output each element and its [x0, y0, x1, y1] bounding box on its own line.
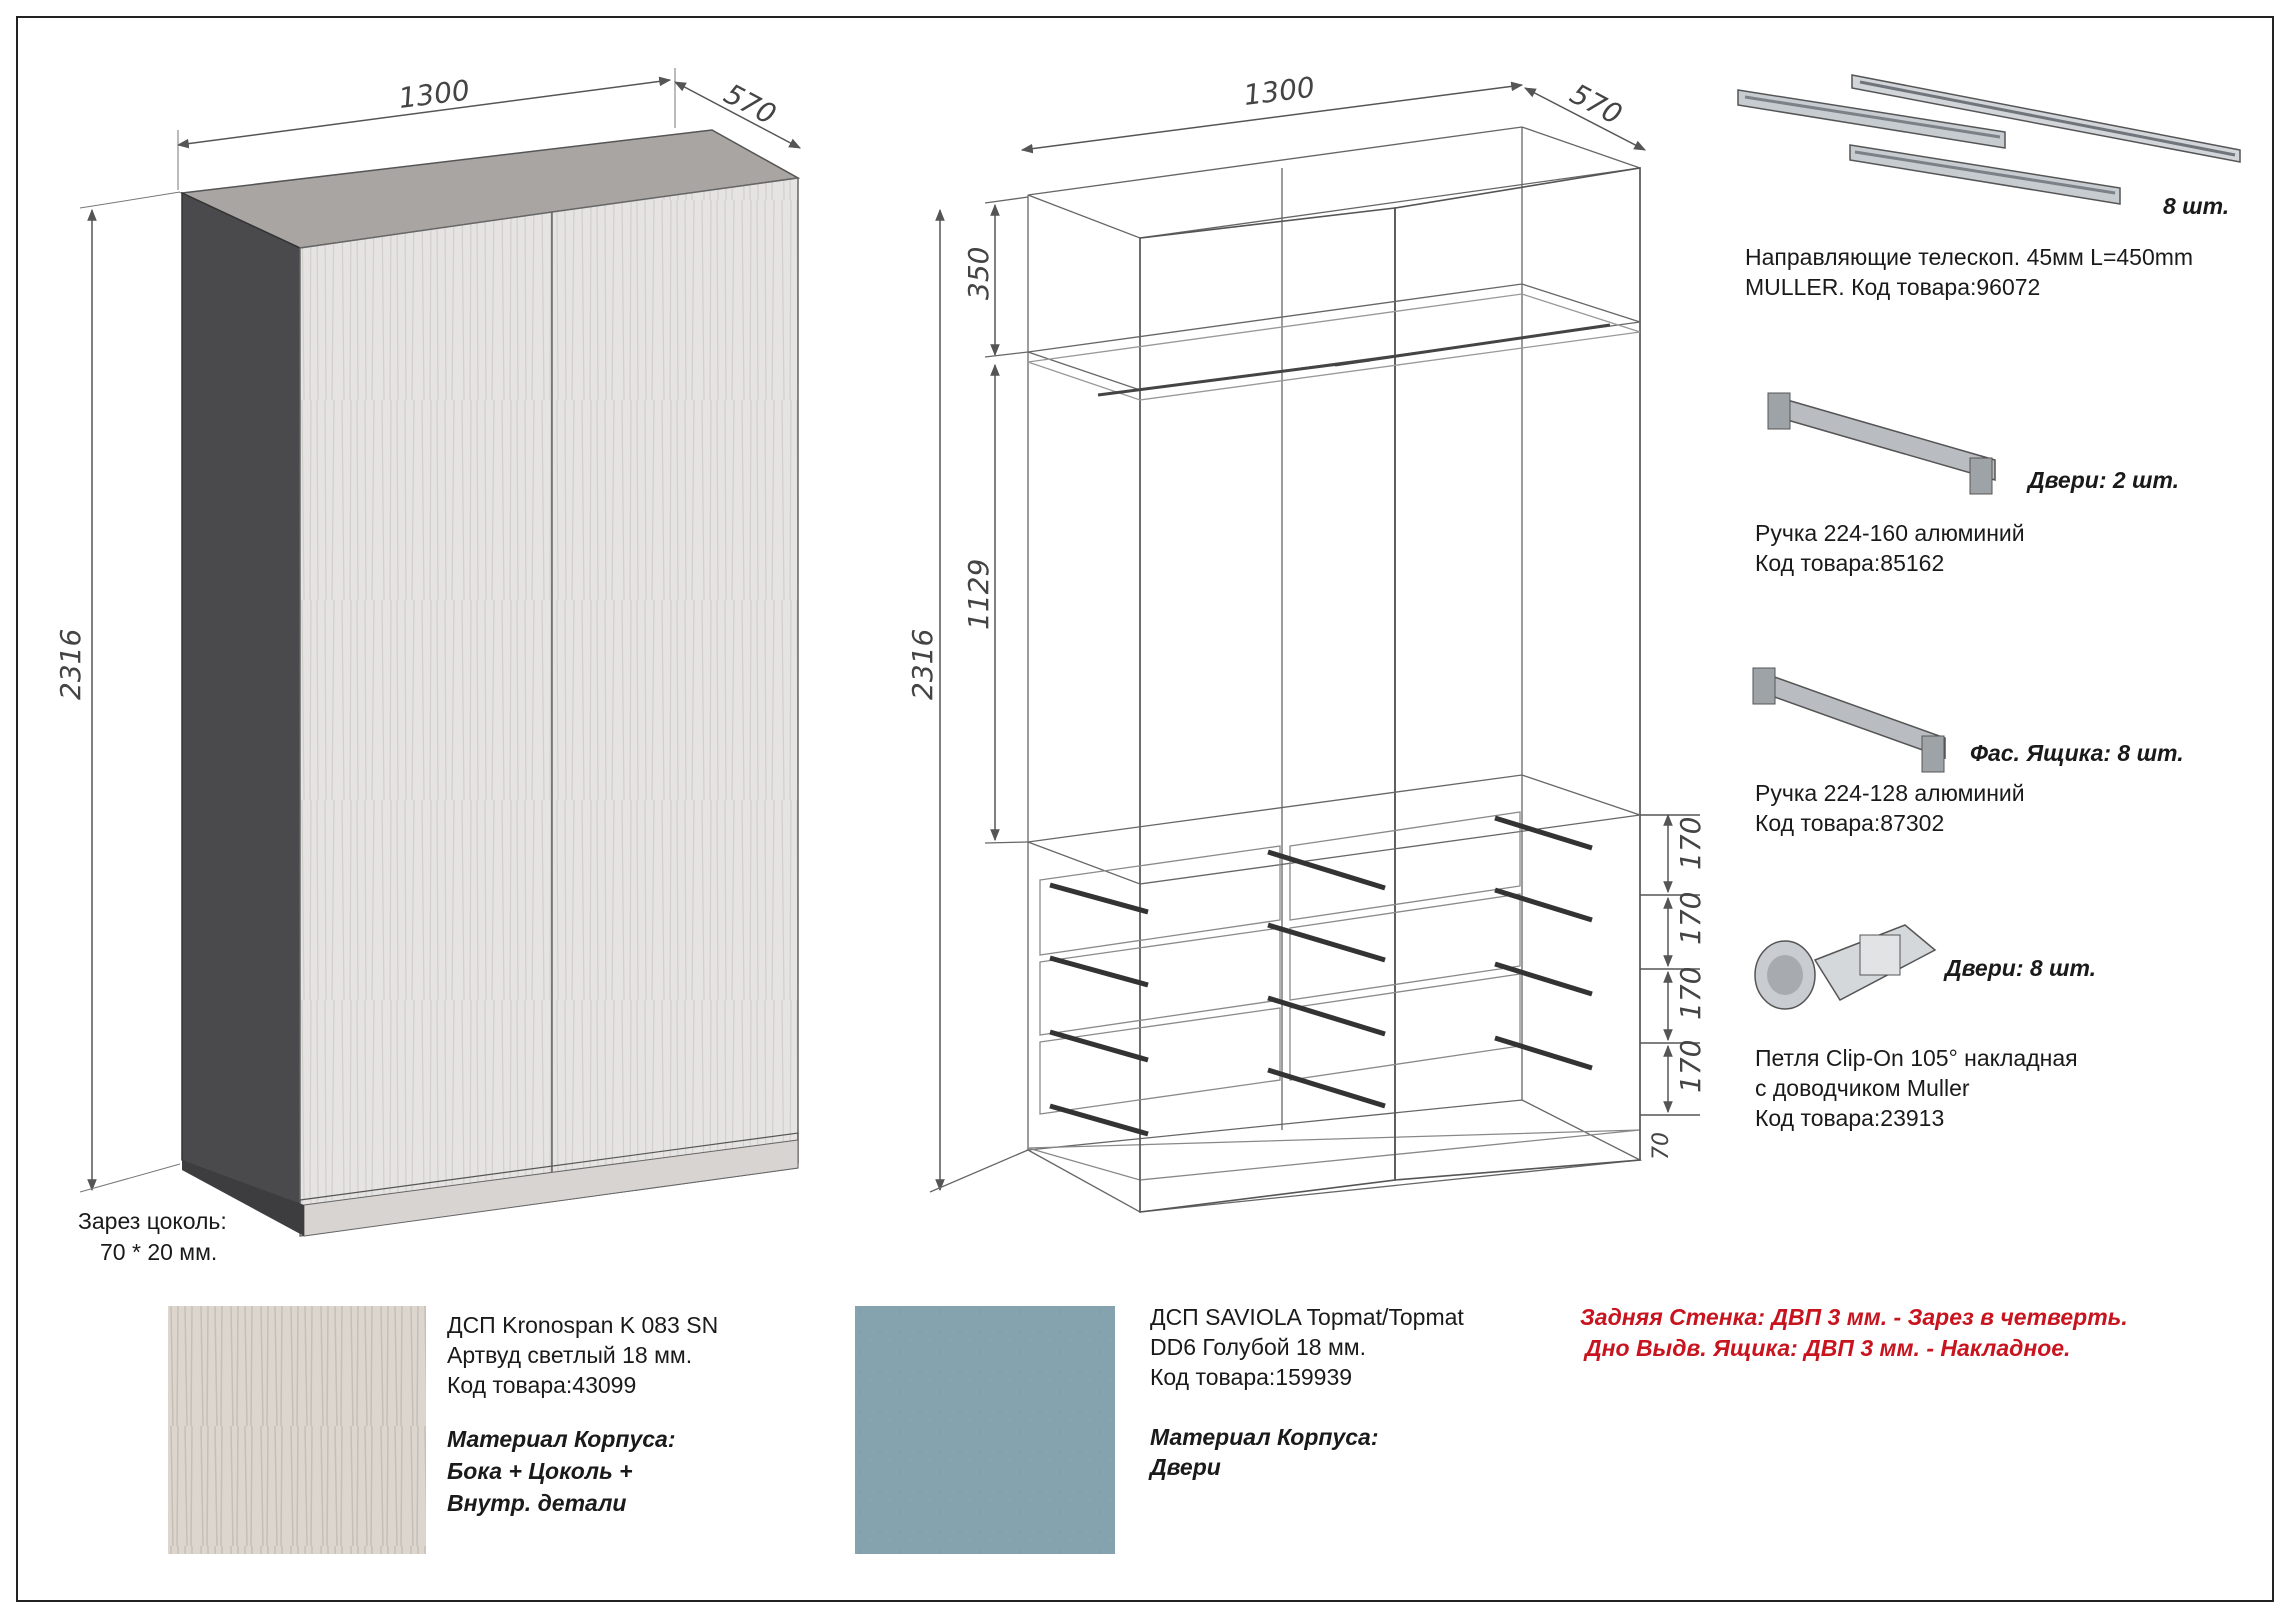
cabinet-side: [181, 191, 301, 1234]
hw-hinge-line2: с доводчиком Muller: [1755, 1075, 1970, 1101]
material-body-line3: Код товара:43099: [447, 1372, 637, 1398]
dim-top-section: 350: [962, 247, 995, 300]
dim-drawer-1: 170: [1674, 817, 1707, 870]
dim-left-width: 1300: [397, 74, 472, 115]
note-drawer-bottom: Дно Выдв. Ящика: ДВП 3 мм. - Накладное.: [1585, 1335, 2071, 1361]
material-doors-line3: Код товара:159939: [1150, 1364, 1353, 1390]
left-door: [299, 211, 553, 1233]
hw-slides-line1: Направляющие телескоп. 45мм L=450mm: [1745, 244, 2194, 270]
hw-drawer-handle-line1: Ручка 224-128 алюминий: [1755, 780, 2025, 806]
dim-left-depth: 570: [719, 77, 782, 131]
hw-qty-drawer-handle: Фас. Ящика: 8 шт.: [1970, 740, 2184, 766]
wireframe-wardrobe-view: [929, 81, 1700, 1213]
hinge-icon: [1754, 924, 1937, 1010]
right-door: [551, 177, 799, 1198]
material-body-line1: ДСП Kronospan K 083 SN: [447, 1312, 719, 1338]
dim-right-height: 2316: [906, 629, 939, 700]
material-swatch-doors: [855, 1306, 1115, 1554]
closed-wardrobe-view: [79, 68, 802, 1237]
drawer-slide-icon: [1737, 74, 2241, 205]
material-doors-label2: Двери: [1150, 1454, 1221, 1480]
dim-right-depth: 570: [1565, 77, 1628, 131]
material-doors-label1: Материал Корпуса:: [1150, 1424, 1379, 1450]
handle-icon: [1767, 392, 1996, 495]
dim-drawer-3: 170: [1674, 967, 1707, 1020]
hw-door-handle-line1: Ручка 224-160 алюминий: [1755, 520, 2025, 546]
material-body-label1: Материал Корпуса:: [447, 1426, 676, 1452]
plinth-note-line1: Зарез цоколь:: [78, 1208, 227, 1234]
hw-qty-door-handle: Двери: 2 шт.: [2028, 467, 2180, 493]
dim-drawer-4: 170: [1674, 1040, 1707, 1093]
dim-middle-section: 1129: [962, 559, 995, 630]
hw-drawer-handle-line2: Код товара:87302: [1755, 810, 1945, 836]
material-doors-line2: DD6 Голубой 18 мм.: [1150, 1334, 1366, 1360]
note-back-wall: Задняя Стенка: ДВП 3 мм. - Зарез в четве…: [1580, 1304, 2128, 1330]
dim-drawer-2: 170: [1674, 892, 1707, 945]
material-doors-line1: ДСП SAVIOLA Topmat/Topmat: [1150, 1304, 1464, 1330]
plinth-note-line2: 70 * 20 мм.: [100, 1239, 218, 1265]
dim-right-width: 1300: [1242, 71, 1317, 112]
material-body-line2: Артвуд светлый 18 мм.: [447, 1342, 693, 1368]
hw-qty-slides: 8 шт.: [2163, 193, 2230, 219]
dim-plinth: 70: [1649, 1132, 1674, 1160]
material-swatch-body: [168, 1306, 426, 1554]
material-body-label2: Бока + Цоколь +: [447, 1458, 633, 1484]
hw-slides-line2: MULLER. Код товара:96072: [1745, 274, 2041, 300]
dim-left-height: 2316: [54, 629, 87, 700]
hw-hinge-line1: Петля Clip-On 105° накладная: [1755, 1045, 2078, 1071]
hw-door-handle-line2: Код товара:85162: [1755, 550, 1945, 576]
material-body-label3: Внутр. детали: [447, 1490, 627, 1516]
handle-icon: [1752, 667, 1946, 773]
page-frame: [16, 16, 2274, 1602]
hw-hinge-line3: Код товара:23913: [1755, 1105, 1945, 1131]
hw-qty-hinge: Двери: 8 шт.: [1945, 955, 2097, 981]
